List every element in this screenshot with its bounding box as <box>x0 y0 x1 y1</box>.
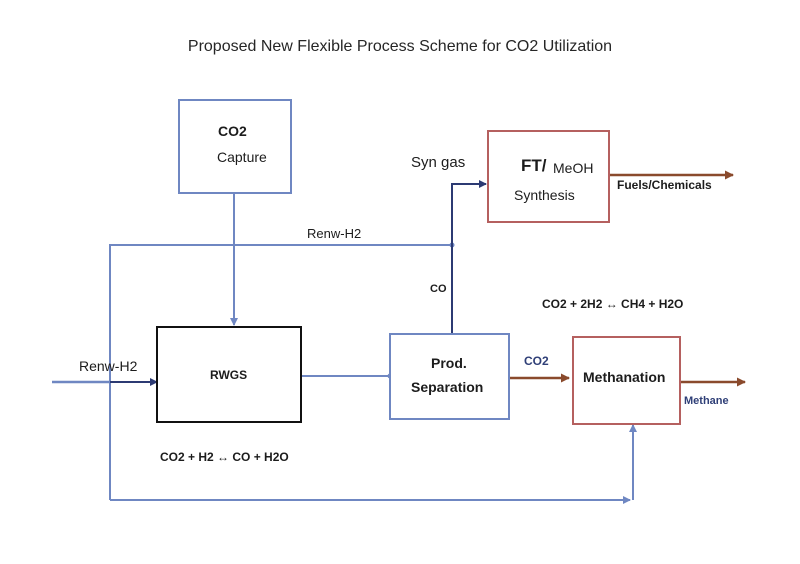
prod-separation-label-line2: Separation <box>411 379 484 395</box>
diagram-title: Proposed New Flexible Process Scheme for… <box>187 38 613 55</box>
co2-capture-label-line1: CO2 <box>218 123 247 139</box>
renw-h2-top-line <box>109 244 452 500</box>
synthesis-label: Synthesis <box>514 187 575 203</box>
methane-label: Methane <box>684 395 729 407</box>
fuels-chemicals-label: Fuels/Chemicals <box>617 178 712 192</box>
syn-gas-label: Syn gas <box>411 154 466 171</box>
rwgs-label: RWGS <box>210 368 248 382</box>
rwgs-box: RWGS <box>156 326 302 423</box>
methanation-equation: CO2 + 2H2 ↔ CH4 + H2O <box>542 297 684 311</box>
co2-capture-box: CO2 Capture <box>178 99 292 194</box>
methanation-label: Methanation <box>583 369 666 385</box>
co-label: CO <box>430 283 447 295</box>
methanation-box: Methanation <box>572 336 681 425</box>
ft-label: FT/ <box>521 156 547 175</box>
ft-meoh-synthesis-box: FT/ MeOH Synthesis <box>487 130 610 223</box>
co2-stream-label: CO2 <box>524 354 549 368</box>
prod-separation-box: Prod. Separation <box>389 333 510 420</box>
meoh-label: MeOH <box>553 160 594 176</box>
rwgs-equation: CO2 + H2 ↔ CO + H2O <box>160 450 289 464</box>
prod-separation-label-line1: Prod. <box>431 355 467 371</box>
co-syngas-line <box>451 180 487 334</box>
renw-h2-top-label: Renw-H2 <box>307 226 362 241</box>
co2-capture-label-line2: Capture <box>217 149 267 165</box>
renw-h2-left-label: Renw-H2 <box>79 358 138 374</box>
